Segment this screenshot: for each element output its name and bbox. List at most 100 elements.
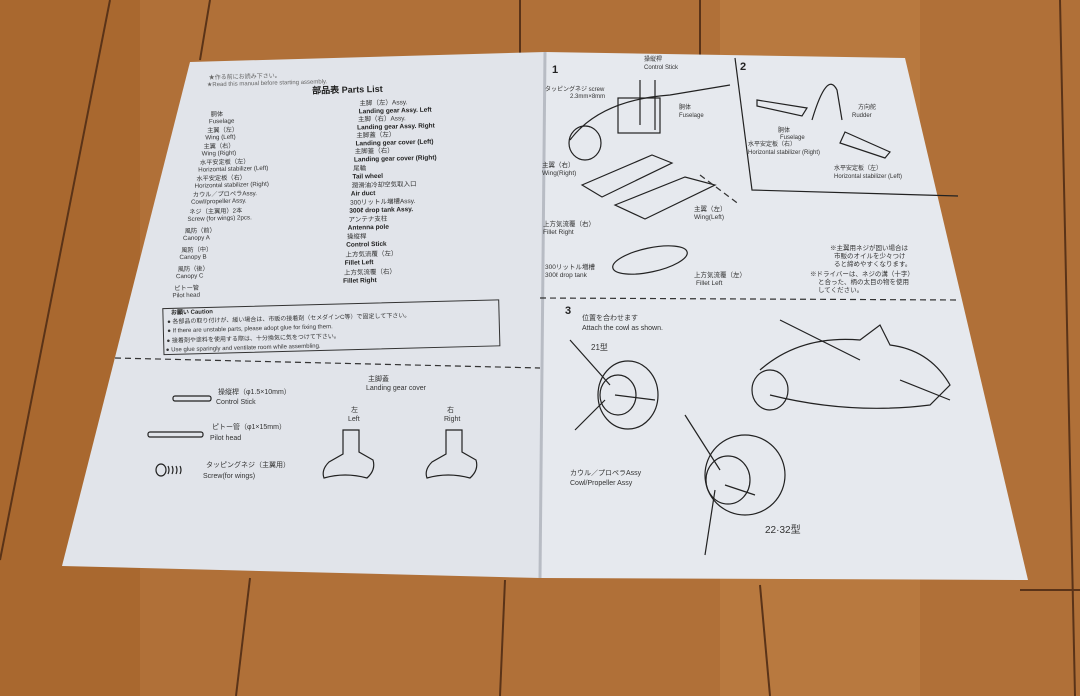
label-jp: 上方気流覆（左） — [694, 270, 746, 279]
step-2: 2 方向舵 Rudder 胴体 Fuselage 水平安定板（右） Horizo… — [740, 61, 914, 294]
gear-cover-en: Landing gear cover — [366, 385, 427, 392]
note-line: 市販のオイルを少々つけ — [834, 251, 906, 260]
note-line: と合った、柄の太目の物を使用 — [818, 277, 909, 286]
label-jp: 主翼（右） — [542, 160, 575, 169]
label-jp: 上方気流覆（右） — [543, 219, 595, 228]
part-en: Landing gear cover (Right) — [354, 154, 437, 163]
instruction-jp: 位置を合わせます — [582, 313, 638, 322]
part-en: Fuselage — [209, 118, 235, 126]
part-jp: 主脚（左）Assy. — [359, 97, 407, 107]
note-line: してください。 — [818, 286, 863, 294]
label-en: Fuselage — [780, 135, 805, 141]
part-jp: 上方気流覆（左） — [345, 248, 397, 258]
caution-line: ● Use glue sparingly and ventilate room … — [166, 344, 321, 354]
label-en: Rudder — [852, 113, 872, 119]
cowl-jp: カウル／プロペラAssy — [570, 469, 642, 477]
part-en: Wing (Right) — [202, 150, 237, 158]
small-part-jp: 操縦桿（φ1.5×10mm） — [218, 387, 291, 396]
label-en: 300ℓ drop tank — [545, 272, 588, 279]
part-en: Cowl/propeller Assy. — [191, 197, 247, 205]
part-jp: 主翼（右） — [203, 142, 234, 151]
label-en: Wing(Right) — [542, 170, 576, 177]
step-number: 2 — [740, 61, 746, 73]
part-en: Control Stick — [346, 241, 387, 249]
label-jp: 水平安定板（右） — [748, 140, 796, 148]
instruction-en: Attach the cowl as shown. — [582, 325, 663, 332]
right-en: Right — [444, 416, 460, 423]
part-jp: 上方気流覆（右） — [344, 267, 396, 277]
header-en: ★Read this manual before starting assemb… — [207, 78, 328, 88]
part-en: Air duct — [351, 190, 377, 198]
left-jp: 左 — [351, 405, 358, 414]
page-divider — [114, 357, 541, 369]
part-en: Canopy A — [183, 234, 211, 242]
step-1: 1 操縦桿 Control Stick タッピングネジ screw 2.3mm×… — [542, 55, 746, 287]
small-part-jp: ピトー管（φ1×15mm） — [212, 422, 286, 431]
note-line: ※ドライバーは、ネジの溝（十字） — [810, 269, 914, 278]
part-jp: 主翼（左） — [207, 126, 238, 135]
label-jp: 主翼（左） — [694, 204, 727, 213]
cowl-22-drawing — [684, 414, 786, 556]
right-jp: 右 — [447, 405, 454, 414]
step-number: 3 — [565, 305, 571, 317]
part-jp: 風防（前） — [185, 226, 216, 235]
note-line: ※主翼用ネジが固い場合は — [830, 243, 909, 252]
label-jp: 方向舵 — [858, 103, 876, 111]
cowl-21-drawing — [569, 339, 659, 431]
small-part-jp: タッピングネジ（主翼用） — [206, 460, 290, 469]
part-jp: 主脚蓋（右） — [355, 146, 394, 156]
part-en: Antenna pole — [348, 224, 390, 232]
part-en: Canopy C — [176, 273, 204, 281]
label-jp: タッピングネジ screw — [545, 85, 605, 93]
gear-cover-left — [322, 429, 375, 479]
part-jp: 主脚蓋（左） — [356, 129, 395, 139]
part-en: Fillet Left — [345, 259, 375, 267]
label-en: Control Stick — [644, 65, 679, 71]
part-jp: カウル／プロペラAssy. — [193, 189, 258, 199]
part-en: Landing gear Assy. Right — [357, 122, 436, 131]
label-jp: 胴体 — [778, 126, 790, 134]
part-en: Screw (for wings) 2pcs. — [187, 214, 252, 223]
part-jp: 胴体 — [211, 110, 224, 118]
part-jp: 風防（後） — [178, 264, 209, 273]
left-en: Left — [348, 416, 360, 423]
parts-left-column: 胴体 Fuselage 主翼（左） Wing (Left) 主翼（右） Wing… — [172, 110, 269, 300]
part-en: Landing gear Assy. Left — [359, 107, 433, 116]
part-en: 300ℓ drop tank Assy. — [349, 206, 413, 215]
spine — [538, 51, 547, 579]
parts-list-title: 部品表 Parts List — [312, 83, 383, 96]
wing-assembly-drawing — [568, 80, 741, 275]
part-jp: 主脚（右）Assy. — [358, 113, 406, 123]
landing-gear-covers: 主脚蓋 Landing gear cover 左 Left 右 Right — [322, 374, 478, 479]
screw-icon — [155, 463, 182, 477]
label-en: Fillet Left — [696, 280, 723, 287]
part-jp: 尾輪 — [353, 163, 367, 172]
pilot-head-part — [147, 431, 204, 438]
header-jp: ★作る前にお読み下さい。 — [209, 71, 281, 81]
label-jp: 操縦桿 — [644, 55, 662, 63]
type-21-label: 21型 — [591, 343, 608, 352]
part-en: Canopy B — [179, 253, 206, 261]
parts-right-column: 主脚（左）Assy. Landing gear Assy. Left 主脚（右）… — [343, 97, 437, 285]
part-en: Pilot head — [172, 292, 200, 300]
control-stick-part — [172, 395, 212, 402]
part-jp: 300リットル増槽Assy. — [350, 196, 416, 207]
label-en: Wing(Left) — [694, 214, 724, 221]
gear-cover-right — [425, 429, 478, 479]
fuselage-drawing — [751, 319, 951, 411]
instruction-booklet — [62, 51, 1028, 580]
label-en: Fillet Right — [543, 229, 574, 236]
right-page — [540, 52, 1028, 580]
left-page — [62, 52, 545, 578]
small-part-en: Screw(for wings) — [203, 473, 255, 480]
part-jp: 風防（中） — [181, 245, 212, 254]
part-jp: 操縦桿 — [347, 231, 367, 241]
small-parts: 操縦桿（φ1.5×10mm） Control Stick ピトー管（φ1×15m… — [147, 387, 291, 480]
label-en: Horizontal stabilizer (Right) — [748, 150, 820, 156]
part-jp: 潤滑油冷却空気取入口 — [352, 179, 417, 190]
label-jp: 胴体 — [679, 103, 691, 111]
step-divider — [539, 297, 961, 301]
part-jp: アンテナ支柱 — [348, 214, 387, 224]
label-en: 2.3mm×8mm — [570, 94, 605, 100]
